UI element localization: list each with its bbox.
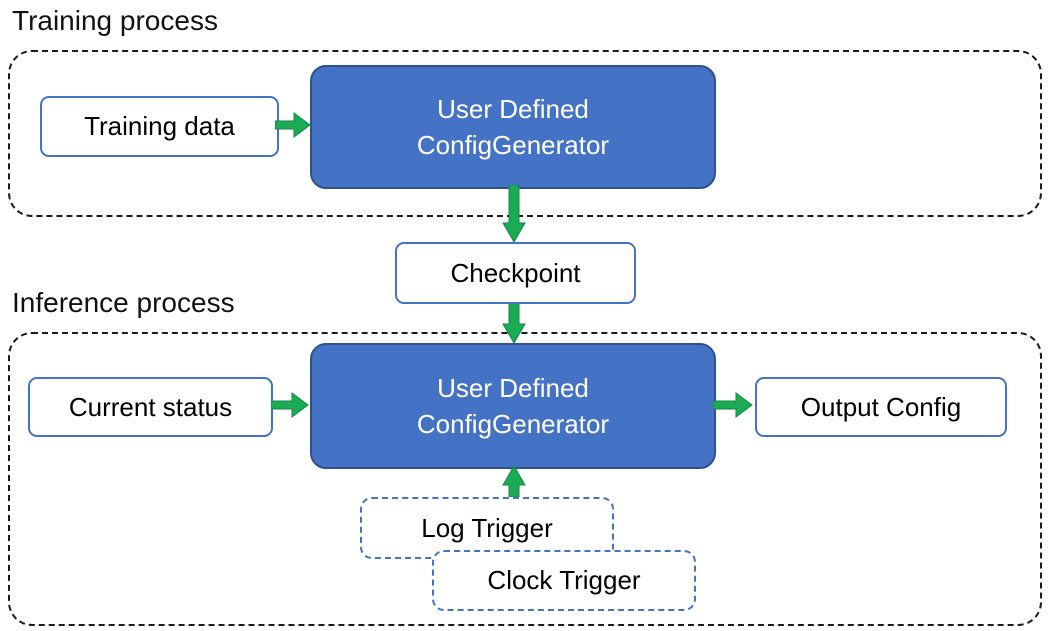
arrow-right-icon <box>275 112 311 138</box>
inference-process-label: Inference process <box>12 287 235 318</box>
checkpoint-box: Checkpoint <box>395 242 636 304</box>
log-trigger-label: Log Trigger <box>421 512 553 543</box>
training-process-container <box>8 50 1042 217</box>
output-config-box: Output Config <box>755 377 1007 437</box>
arrow-right-icon <box>271 392 309 418</box>
training-config-generator-box: User Defined ConfigGenerator <box>310 65 716 189</box>
output-config-label: Output Config <box>800 391 962 422</box>
arrow-right-icon <box>713 392 753 418</box>
training-process-label: Training process <box>12 5 218 36</box>
inference-generator-line2: ConfigGenerator <box>416 409 610 439</box>
arrow-up-icon <box>502 466 526 497</box>
inference-generator-line1: User Defined <box>437 372 589 403</box>
clock-trigger-label: Clock Trigger <box>487 565 641 595</box>
checkpoint-label: Checkpoint <box>450 257 581 288</box>
training-data-box: Training data <box>40 96 279 157</box>
clock-trigger-box: Clock Trigger <box>432 550 696 611</box>
inference-config-generator-box: User Defined ConfigGenerator <box>310 343 716 469</box>
training-data-label: Training data <box>84 111 235 141</box>
log-trigger-box: Log Trigger <box>360 497 614 559</box>
training-generator-line2: ConfigGenerator <box>416 130 610 160</box>
current-status-box: Current status <box>28 377 273 437</box>
current-status-label: Current status <box>68 391 233 422</box>
inference-process-container <box>8 332 1042 626</box>
training-generator-line1: User Defined <box>437 93 589 124</box>
arrow-down-icon <box>502 300 526 343</box>
arrow-down-icon <box>502 185 526 242</box>
